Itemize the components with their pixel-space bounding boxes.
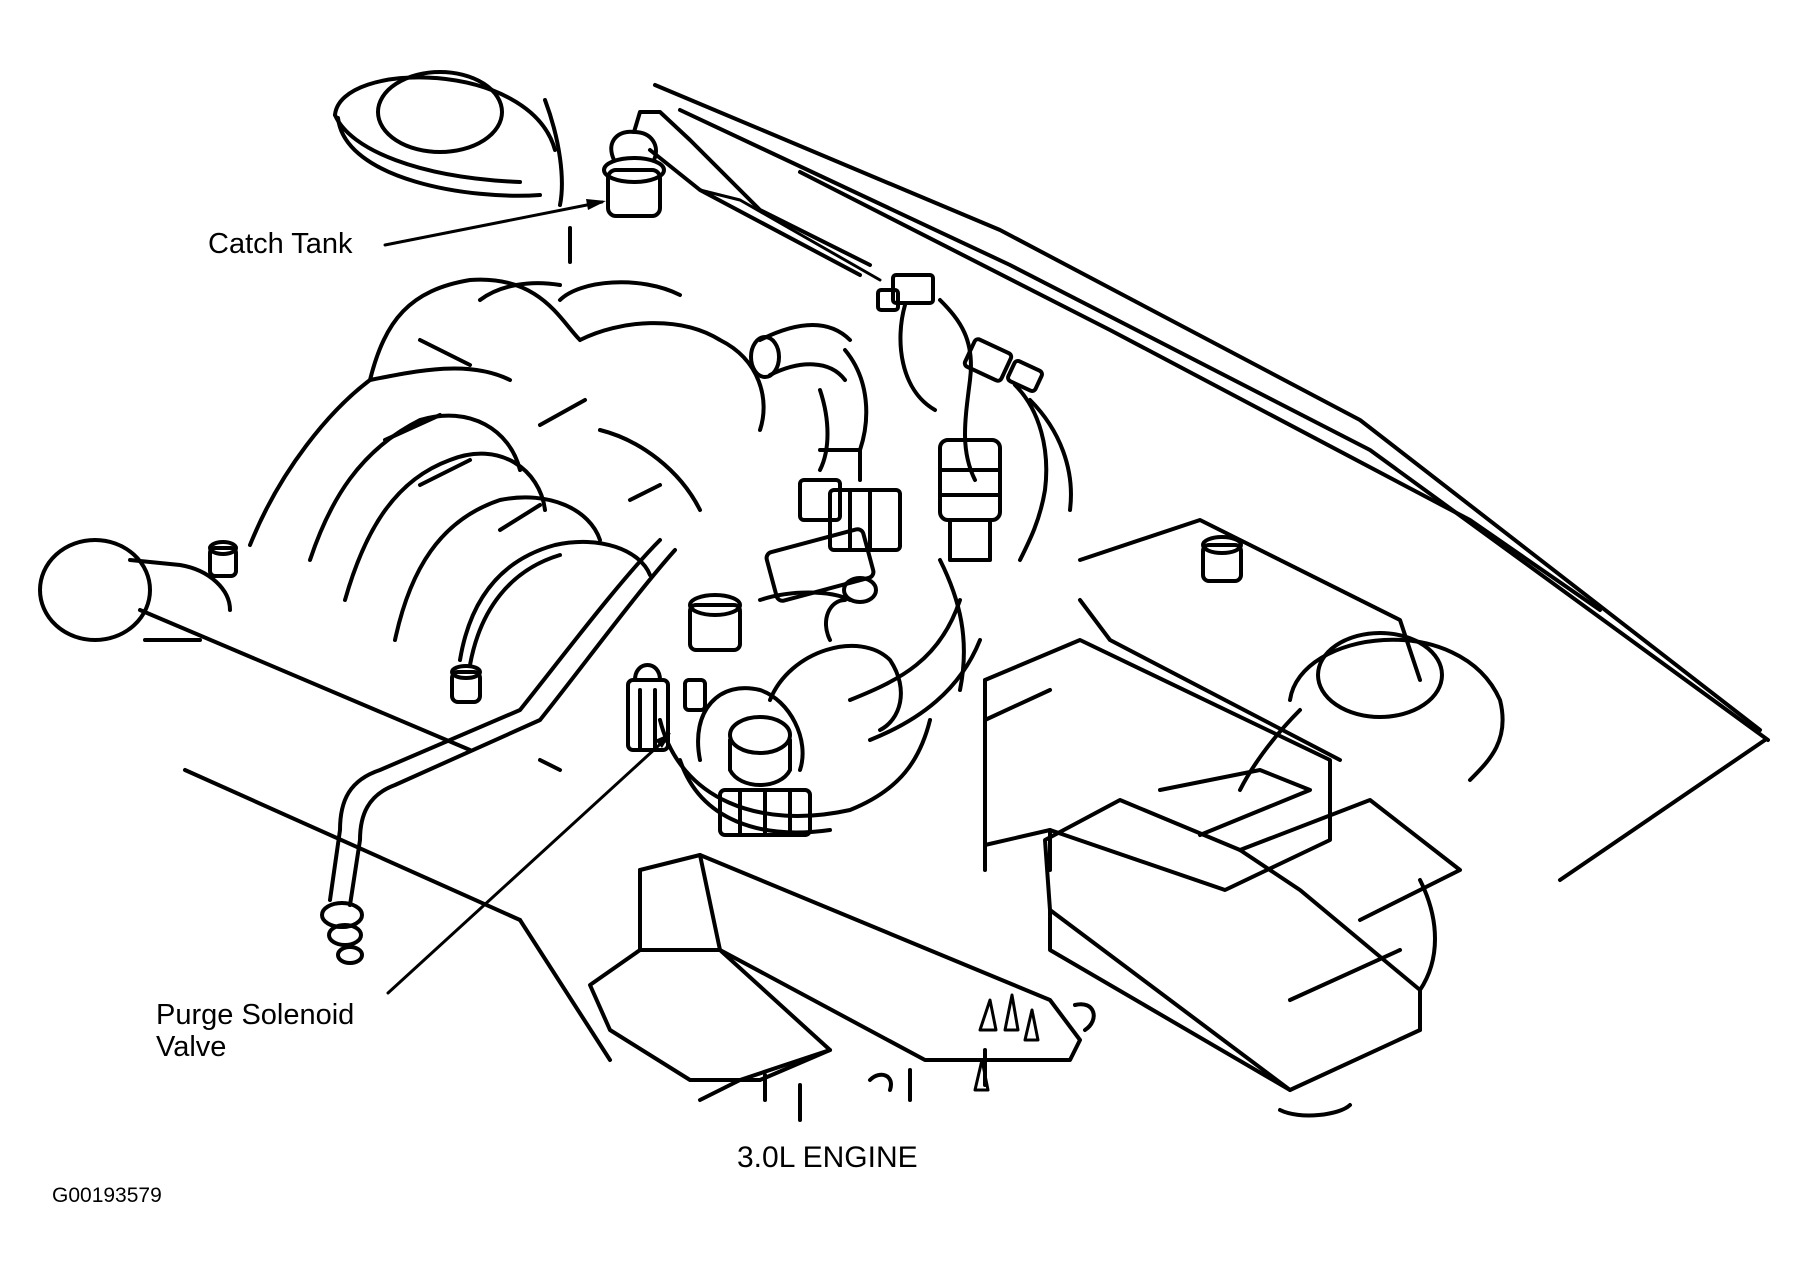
sensor-cluster xyxy=(798,273,1073,562)
fuse-box xyxy=(588,853,1096,1122)
purge-solenoid-valve-label: Purge Solenoid Valve xyxy=(156,999,354,1064)
purge-solenoid-label-line1: Purge Solenoid xyxy=(156,999,355,1031)
purge-solenoid-arrowhead xyxy=(655,733,671,748)
diagram-caption: 3.0L ENGINE xyxy=(737,1141,918,1174)
purge-solenoid-label-line2: Valve xyxy=(156,1031,227,1064)
left-strut-tower xyxy=(333,70,572,264)
fender-edge-lines xyxy=(653,83,1770,882)
purge-solenoid-valve xyxy=(626,527,982,837)
intake-hose xyxy=(749,323,869,472)
left-valve-cover xyxy=(38,538,612,1062)
air-box xyxy=(983,638,1332,892)
catch-tank xyxy=(602,110,882,282)
catch-tank-label: Catch Tank xyxy=(208,228,353,260)
battery-box xyxy=(1043,768,1462,1118)
vacuum-line xyxy=(320,538,677,965)
right-engine-area xyxy=(1078,518,1505,792)
catch-tank-arrowhead xyxy=(586,199,606,210)
intake-manifold xyxy=(248,277,766,667)
catch-tank-leader xyxy=(383,200,604,247)
purge-solenoid-leader xyxy=(386,735,670,995)
figure-id: G00193579 xyxy=(52,1184,162,1207)
